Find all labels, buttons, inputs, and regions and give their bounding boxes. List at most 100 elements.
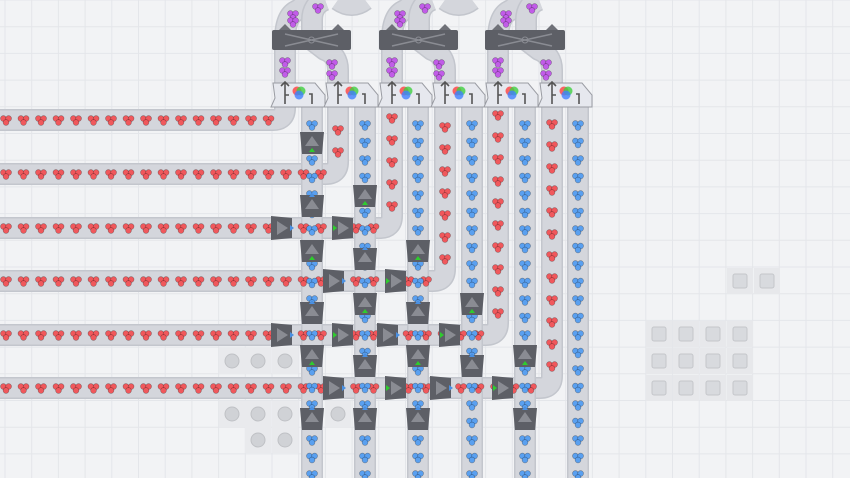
tunnel-entrance[interactable] <box>271 216 294 240</box>
red-shape-item-part <box>300 387 307 394</box>
mixer-arrow-icon <box>547 80 557 104</box>
tunnel-exit[interactable] <box>406 240 430 262</box>
swapper-building[interactable] <box>485 24 565 50</box>
red-shape-item <box>105 169 117 180</box>
swapper-building[interactable] <box>272 24 351 50</box>
tunnel-exit[interactable] <box>460 293 484 315</box>
blue-shape-item <box>572 137 584 149</box>
red-shape-item-part <box>72 334 80 341</box>
blue-shape-item-part <box>361 316 369 324</box>
tunnel-exit[interactable] <box>332 323 353 347</box>
blue-shape-item-part <box>468 194 476 201</box>
red-shape-item-part <box>422 387 430 394</box>
red-shape-item <box>210 330 222 341</box>
tunnel-entrance[interactable] <box>377 323 400 347</box>
tunnel-entrance[interactable] <box>406 406 430 430</box>
tunnel-entrance[interactable] <box>430 376 453 400</box>
red-shape-item <box>140 115 152 126</box>
purple-shape-item-part <box>281 61 289 68</box>
red-shape-item <box>35 223 47 234</box>
signal-marker-icon <box>224 406 240 422</box>
red-shape-item <box>105 276 117 287</box>
tunnel-entrance[interactable] <box>300 300 324 324</box>
tunnel-entrance[interactable] <box>406 300 430 324</box>
red-shape-item-part <box>334 151 342 158</box>
tunnel-entrance[interactable] <box>271 323 294 347</box>
tunnel-exit[interactable] <box>353 185 377 207</box>
tunnel-entrance-icon <box>290 225 294 231</box>
color-mixer-building[interactable] <box>270 80 326 108</box>
tunnel-exit[interactable] <box>439 323 460 347</box>
tunnel-entrance[interactable] <box>300 193 324 217</box>
color-mixer-building[interactable] <box>377 80 433 108</box>
red-shape-item-part <box>300 280 307 287</box>
swapper-icon <box>391 33 446 47</box>
tunnel-exit[interactable] <box>385 376 406 400</box>
blue-shape-item <box>466 155 478 166</box>
red-shape-item <box>52 115 65 126</box>
color-mixer-building[interactable] <box>537 80 593 108</box>
tunnel-entrance[interactable] <box>323 269 346 293</box>
tunnel-exit[interactable] <box>332 216 353 240</box>
blue-shape-item <box>519 295 531 306</box>
red-shape-item <box>492 132 504 143</box>
tunnel-exit[interactable] <box>300 240 324 262</box>
tunnel-exit[interactable] <box>492 376 513 400</box>
blue-shape-item <box>572 365 584 376</box>
color-mixer-building[interactable] <box>430 80 486 108</box>
tunnel-arrow-icon <box>411 349 425 359</box>
red-shape-item-part <box>177 387 185 394</box>
floor-tile-icon <box>732 273 748 289</box>
blue-shape-item-part <box>574 124 582 131</box>
tunnel-entrance[interactable] <box>353 353 377 377</box>
tunnel-entrance[interactable] <box>513 406 537 430</box>
red-shape-item-part <box>494 180 502 187</box>
tunnel-exit-icon <box>469 309 475 313</box>
red-shape-item <box>52 330 65 341</box>
blue-shape-item <box>466 207 478 219</box>
blue-shape-item-part <box>414 176 422 184</box>
tunnel-entrance[interactable] <box>460 353 484 377</box>
tunnel-arrow-icon <box>391 381 402 395</box>
swapper-building[interactable] <box>379 24 458 50</box>
blue-shape-item <box>519 137 531 149</box>
tunnel-exit[interactable] <box>385 269 406 293</box>
blue-shape-item <box>572 207 584 219</box>
purple-shape-item <box>419 3 431 14</box>
tunnel-entrance[interactable] <box>353 406 377 430</box>
blue-shape-item <box>519 207 531 219</box>
red-shape-item-part <box>142 387 150 394</box>
tunnel-entrance-icon <box>362 353 368 357</box>
tunnel-exit[interactable] <box>513 345 537 367</box>
tunnel-exit[interactable] <box>353 293 377 315</box>
blue-shape-item <box>306 120 318 131</box>
tunnel-exit-icon <box>386 278 390 284</box>
tunnel-entrance[interactable] <box>300 406 324 430</box>
color-mixer-building[interactable] <box>323 80 379 108</box>
red-shape-item-part <box>90 119 97 126</box>
blue-shape-item <box>519 435 531 446</box>
red-shape-item-part <box>142 280 150 287</box>
blue-shape-item <box>572 417 584 429</box>
tunnel-entrance[interactable] <box>323 376 346 400</box>
blue-shape-item-part <box>308 474 316 478</box>
blue-shape-item <box>572 347 584 359</box>
red-shape-item <box>175 115 187 126</box>
tunnel-exit[interactable] <box>406 345 430 367</box>
red-shape-item <box>35 276 47 287</box>
red-shape-item-part <box>195 119 202 126</box>
red-shape-item <box>105 330 117 341</box>
red-shape-item-part <box>247 119 255 126</box>
tunnel-arrow-icon <box>411 244 425 254</box>
blue-shape-item <box>466 172 478 184</box>
blue-shape-item-part <box>414 264 422 271</box>
tunnel-exit[interactable] <box>300 345 324 367</box>
tunnel-arrow-icon <box>329 381 340 395</box>
tunnel-entrance[interactable] <box>353 246 377 270</box>
blue-shape-item <box>306 277 318 289</box>
tunnel-exit[interactable] <box>300 132 324 154</box>
tunnel-arrow-icon <box>329 274 340 288</box>
red-shape-item-part <box>20 280 27 287</box>
color-mixer-building[interactable] <box>483 80 539 108</box>
